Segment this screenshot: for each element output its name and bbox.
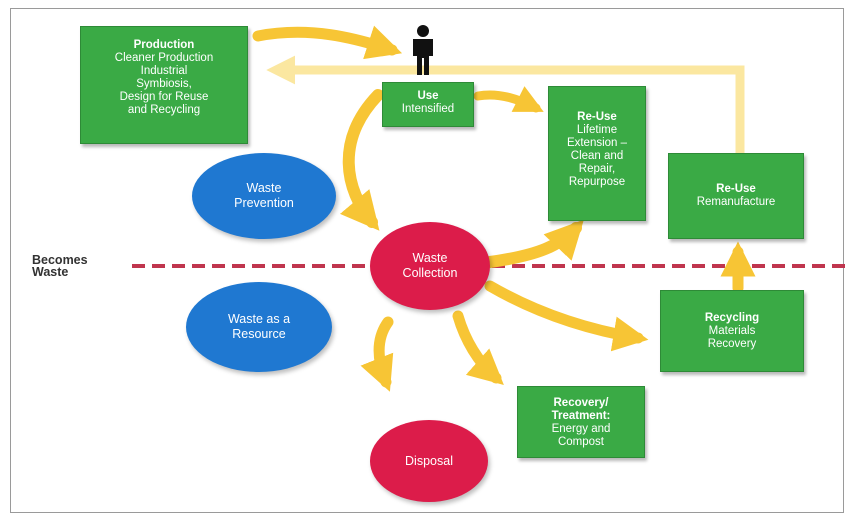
waste-collection-line: Collection: [402, 266, 458, 280]
waste-collection-line: Waste: [412, 251, 448, 265]
diagram-frame: [10, 8, 844, 513]
use-title: Use: [417, 90, 439, 102]
disposal-label: Disposal: [405, 453, 453, 468]
return-arrow-to-production: [266, 55, 745, 153]
production-box: Production Cleaner Production Industrial…: [80, 26, 248, 144]
use-box: Use Intensified: [382, 82, 474, 127]
reuse-lifetime-line: Extension –: [566, 137, 628, 149]
production-line: Cleaner Production: [114, 52, 214, 64]
reuse-lifetime-title: Re-Use: [577, 111, 617, 123]
arrow-collection-to-disposal: [360, 316, 394, 392]
arrow-collection-to-recovery: [452, 310, 504, 386]
recovery-subtitle: Treatment:: [551, 410, 611, 422]
recovery-treatment-box: Recovery/ Treatment: Energy and Compost: [517, 386, 645, 458]
becomes-waste-line-1: Becomes: [32, 253, 88, 267]
use-line: Intensified: [401, 103, 455, 115]
arrow-collection-to-recycling: [484, 280, 649, 352]
reuse-remanufacture-title: Re-Use: [716, 183, 756, 195]
reuse-lifetime-line: Repair,: [578, 163, 616, 175]
waste-prevention-line: Waste: [246, 181, 282, 195]
recycling-box: Recycling Materials Recovery: [660, 290, 804, 372]
production-line: and Recycling: [127, 104, 201, 116]
recycling-title: Recycling: [704, 312, 760, 324]
production-line: Design for Reuse: [119, 91, 209, 103]
production-line: Industrial: [140, 65, 188, 77]
reuse-lifetime-line: Clean and: [570, 150, 624, 162]
reuse-lifetime-line: Repurpose: [568, 176, 626, 188]
arrow-collection-to-reuse: [484, 219, 584, 268]
arrow-use-to-reuse: [473, 86, 544, 113]
reuse-lifetime-box: Re-Use Lifetime Extension – Clean and Re…: [548, 86, 646, 221]
person-icon: [413, 25, 433, 75]
recovery-line: Compost: [557, 436, 605, 448]
reuse-lifetime-line: Lifetime: [576, 124, 618, 136]
recovery-line: Energy and: [551, 423, 611, 435]
reuse-remanufacture-line: Remanufacture: [696, 196, 776, 208]
production-line: Symbiosis,: [136, 78, 192, 90]
waste-resource-line: Resource: [232, 327, 286, 341]
arrow-production-to-use: [252, 25, 403, 60]
disposal-ellipse: Disposal: [370, 420, 488, 502]
waste-collection-ellipse: Waste Collection: [370, 222, 490, 310]
waste-as-resource-ellipse: Waste as a Resource: [186, 282, 332, 372]
reuse-remanufacture-box: Re-Use Remanufacture: [668, 153, 804, 239]
becomes-waste-label: Becomes Waste: [32, 253, 88, 279]
becomes-waste-line-2: Waste: [32, 265, 69, 279]
production-title: Production: [133, 39, 195, 51]
waste-prevention-line: Prevention: [234, 196, 294, 210]
arrow-use-to-collection: [339, 89, 384, 231]
recycling-line: Recovery: [707, 338, 757, 350]
recovery-title: Recovery/: [553, 397, 609, 409]
recycling-line: Materials: [708, 325, 756, 337]
waste-resource-line: Waste as a: [227, 312, 291, 326]
waste-prevention-ellipse: Waste Prevention: [192, 153, 336, 239]
